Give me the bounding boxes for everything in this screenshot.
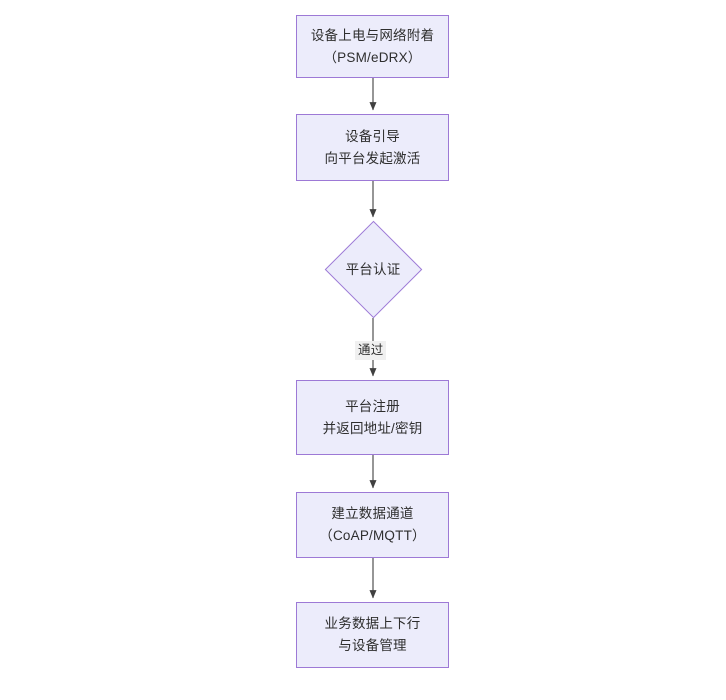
node-platform-register-line-1: 平台注册	[345, 398, 400, 414]
node-business-data-line-2: 与设备管理	[338, 638, 407, 653]
node-business-data[interactable]: 业务数据上下行 与设备管理	[296, 602, 449, 668]
node-power-on[interactable]: 设备上电与网络附着 （PSM/eDRX）	[296, 15, 449, 78]
node-platform-register-line-2: 并返回地址/密钥	[322, 420, 423, 436]
node-bootstrap[interactable]: 设备引导 向平台发起激活	[296, 114, 449, 181]
node-platform-register[interactable]: 平台注册 并返回地址/密钥	[296, 380, 449, 455]
edge-label-pass: 通过	[355, 341, 387, 360]
node-bootstrap-line-1: 设备引导	[345, 128, 400, 144]
node-power-on-line-2: （PSM/eDRX）	[323, 49, 422, 65]
node-data-channel[interactable]: 建立数据通道 （CoAP/MQTT）	[296, 492, 449, 558]
node-power-on-line-1: 设备上电与网络附着	[310, 27, 435, 43]
node-platform-auth[interactable]: 平台认证	[324, 220, 422, 319]
node-bootstrap-line-2: 向平台发起激活	[324, 150, 421, 166]
node-platform-auth-label: 平台认证	[345, 261, 401, 277]
node-business-data-line-1: 业务数据上下行	[324, 616, 421, 632]
node-data-channel-line-1: 建立数据通道	[331, 506, 414, 522]
node-data-channel-line-2: （CoAP/MQTT）	[319, 528, 426, 543]
